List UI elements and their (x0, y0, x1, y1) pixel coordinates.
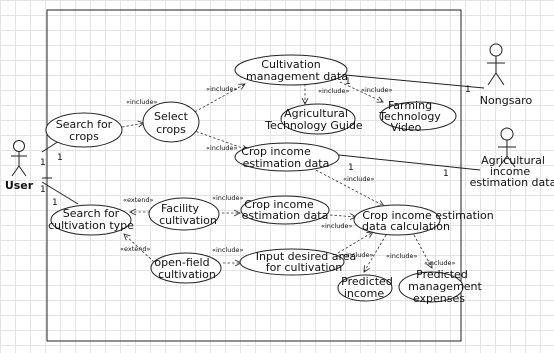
usecase-label: income (344, 287, 385, 300)
usecase-label: open-field (154, 256, 209, 269)
label-include: «include» (342, 251, 374, 259)
rel-select-mgmt (190, 84, 245, 115)
usecase-open-field-cultivation[interactable]: open-field cultivation (150, 252, 222, 284)
usecase-search-cultivation-type[interactable]: Search for cultivation type (48, 204, 134, 236)
usecase-label: management (408, 280, 482, 293)
usecase-label: Predicted (341, 275, 393, 288)
usecase-crop-income-estimation-calculation[interactable]: Crop income estimation data calculation (353, 204, 494, 236)
label-include: «include» (386, 252, 418, 260)
usecase-facility-cultivation[interactable]: Facility cultivation (148, 197, 220, 231)
usecase-predicted-management-expenses[interactable]: Predicted management expenses (398, 268, 483, 305)
actor-nongsaro[interactable]: Nongsaro (480, 43, 533, 107)
rel-select-income (191, 129, 248, 150)
usecase-predicted-income[interactable]: Predicted income (337, 274, 393, 302)
label-include: «include» (321, 222, 353, 230)
rel-search-select (121, 123, 144, 128)
multiplicity-label: 1 (40, 185, 46, 195)
usecase-label: Technology (378, 110, 441, 123)
label-include: «include» (206, 144, 238, 152)
assoc-user-search-cultivation (41, 181, 79, 205)
usecase-label: Technology Guide (264, 119, 363, 132)
label-include: «include» (361, 86, 393, 94)
actor-user[interactable]: User (5, 140, 34, 193)
usecase-label: Crop income estimation (362, 209, 493, 222)
usecase-label: expenses (413, 292, 465, 305)
usecase-farming-technology-video[interactable]: Farming Technology Video (378, 99, 457, 134)
multiplicity-label: 1 (40, 158, 46, 168)
rel-calc-expenses (413, 234, 432, 268)
label-include: «include» (212, 194, 244, 202)
label-extend: «extend» (123, 196, 154, 204)
label-include: «include» (318, 87, 350, 95)
usecase-label: Cultivation (261, 58, 320, 71)
usecase-label: Video (391, 121, 422, 134)
actor-label: User (5, 179, 34, 192)
label-extend: «extend» (120, 245, 151, 253)
usecase-label: estimation data (242, 209, 329, 222)
assoc-mgmt-nongsaro (344, 74, 485, 89)
rel-input-calc (337, 232, 373, 254)
usecase-label: Search for (56, 118, 113, 131)
rel-mgmt-video (339, 81, 383, 102)
label-include: «include» (126, 98, 158, 106)
rel-estdata-calc (329, 215, 356, 217)
usecase-label: Facility (161, 202, 200, 215)
multiplicity-label: 1 (57, 153, 63, 163)
stick-figure-icon (498, 127, 516, 168)
stick-figure-icon (487, 43, 505, 86)
actor-agricultural-income-estimation-data[interactable]: Agricultural income estimation data (470, 127, 554, 189)
usecase-label: crops (69, 130, 99, 143)
usecase-crop-income-estimation-data-mid[interactable]: Crop income estimation data (240, 195, 330, 225)
usecase-select-crops[interactable]: Select crops (142, 101, 200, 143)
label-include: «include» (343, 175, 375, 183)
usecase-cultivation-management-data[interactable]: Cultivation management data (234, 54, 348, 86)
usecase-label: Farming (388, 99, 432, 112)
actor-label: estimation data (470, 176, 554, 189)
usecase-label: estimation data (243, 157, 330, 170)
usecase-label: Crop income (244, 198, 314, 211)
rel-openfield-extend (124, 234, 155, 263)
actor-label: Agricultural (481, 154, 545, 167)
label-include: «include» (206, 85, 238, 93)
usecase-label: Input desired area (256, 250, 357, 263)
usecase-label: data calculation (362, 220, 450, 233)
usecase-label: crops (156, 123, 186, 136)
usecase-label: cultivation type (48, 219, 134, 232)
multiplicity-label: 1 (52, 198, 58, 208)
usecase-label: cultivation (159, 214, 217, 227)
actor-label: income (490, 165, 531, 178)
multiplicity-label: 1 (443, 169, 449, 179)
usecase-label: Select (154, 110, 189, 123)
usecase-label: Agricultural (284, 107, 348, 120)
label-include: «include» (212, 246, 244, 254)
system-boundary (46, 9, 462, 342)
multiplicity-label: 1 (345, 77, 351, 87)
usecase-crop-income-estimation-data-top[interactable]: Crop income estimation data (234, 142, 340, 172)
usecase-label: management data (246, 70, 348, 83)
usecase-label: for cultivation (266, 261, 342, 274)
multiplicity-label: 1 (348, 163, 354, 173)
usecase-input-desired-area[interactable]: Input desired area for cultivation (239, 248, 357, 276)
rel-income-calc (311, 167, 384, 206)
usecase-label: Crop income (241, 145, 311, 158)
usecase-label: Predicted (416, 268, 468, 281)
usecase-agricultural-technology-guide[interactable]: Agricultural Technology Guide (264, 103, 363, 135)
assoc-user-search-crops (41, 140, 60, 153)
stick-figure-icon (11, 140, 27, 177)
assoc-income-agri (338, 154, 481, 171)
actor-label: Nongsaro (480, 94, 533, 107)
usecase-label: cultivation (158, 268, 216, 281)
multiplicity-label: 1 (465, 85, 471, 95)
usecase-search-crops[interactable]: Search for crops (45, 112, 123, 148)
label-include: «include» (424, 259, 456, 267)
usecase-label: Search for (63, 207, 120, 220)
